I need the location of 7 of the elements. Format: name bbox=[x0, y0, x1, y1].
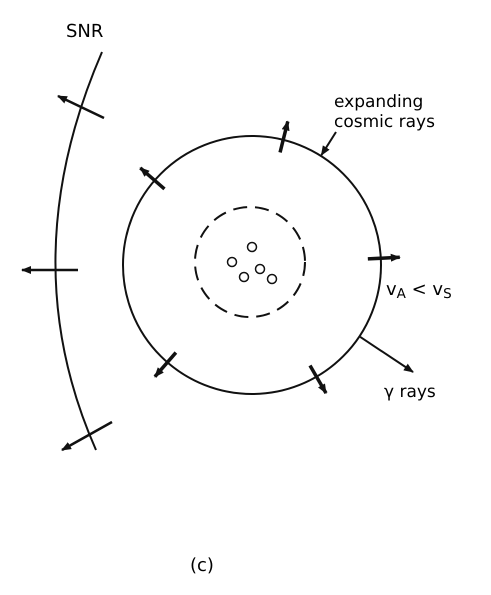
node-label: expanding cosmic rays bbox=[334, 92, 464, 132]
leader-line bbox=[320, 131, 337, 156]
text-label: v$_{A}$ < v$_{S}$ bbox=[386, 278, 452, 304]
node-label: γ rays bbox=[384, 382, 464, 404]
text-label: (c) bbox=[190, 554, 214, 578]
text-label: SNR bbox=[66, 20, 104, 44]
arrow bbox=[360, 336, 414, 373]
